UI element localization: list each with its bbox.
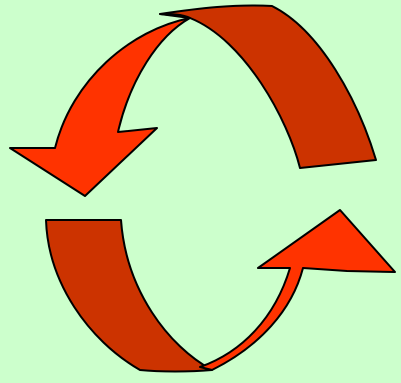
cycle-diagram xyxy=(0,0,401,383)
diagram-background xyxy=(0,0,401,383)
diagram-canvas xyxy=(0,0,401,383)
